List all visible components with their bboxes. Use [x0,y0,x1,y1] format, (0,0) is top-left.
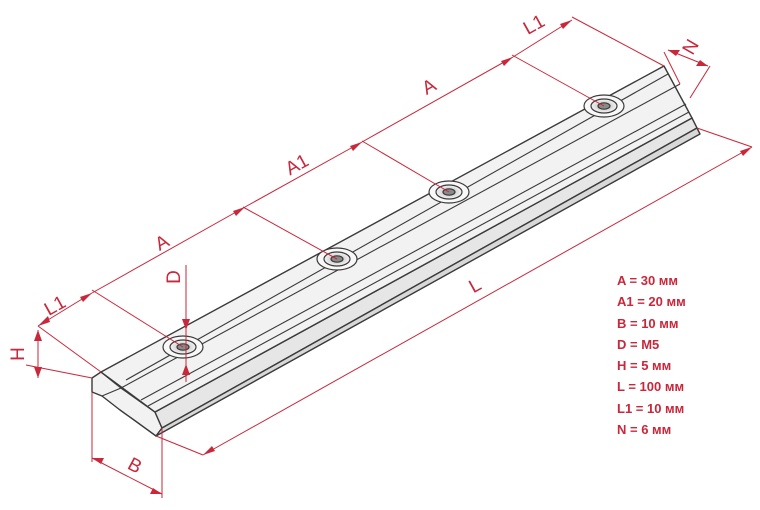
label-l1-left: L1 [41,292,70,321]
rail-body [91,65,701,437]
spec-b: B = 10 мм [617,315,679,331]
label-a-right: A [419,75,441,100]
label-n: N [679,36,704,58]
spec-a1: A1 = 20 мм [617,294,686,310]
mounting-holes [162,94,625,359]
label-d: D [164,270,185,284]
spec-l1: L1 = 10 мм [617,400,685,416]
rail-bottom-face [155,127,701,437]
dim-line-l [202,146,753,456]
label-h: H [8,347,29,361]
dim-line-b [91,457,163,495]
rail-front-face [154,117,698,429]
dim-line-a1 [244,141,363,208]
dim-line-a-left [91,206,246,294]
label-b: B [124,454,145,478]
spec-list: A = 30 мм A1 = 20 мм B = 10 мм D = M5 H … [617,270,686,440]
dimension-arrows [34,20,752,494]
spec-l: L = 100 мм [617,379,685,395]
rail-groove-lines [101,73,690,407]
label-l1-right: L1 [520,11,549,40]
spec-d: D = M5 [617,336,660,352]
rail-top-face [100,65,693,413]
spec-n: N = 6 мм [617,422,672,438]
spec-h: H = 5 мм [617,358,672,374]
label-a1: A1 [282,150,313,180]
dim-line-a-right [361,56,514,143]
label-l: L [466,274,485,297]
spec-a: A = 30 мм [617,273,679,288]
label-a-left: A [152,231,174,256]
